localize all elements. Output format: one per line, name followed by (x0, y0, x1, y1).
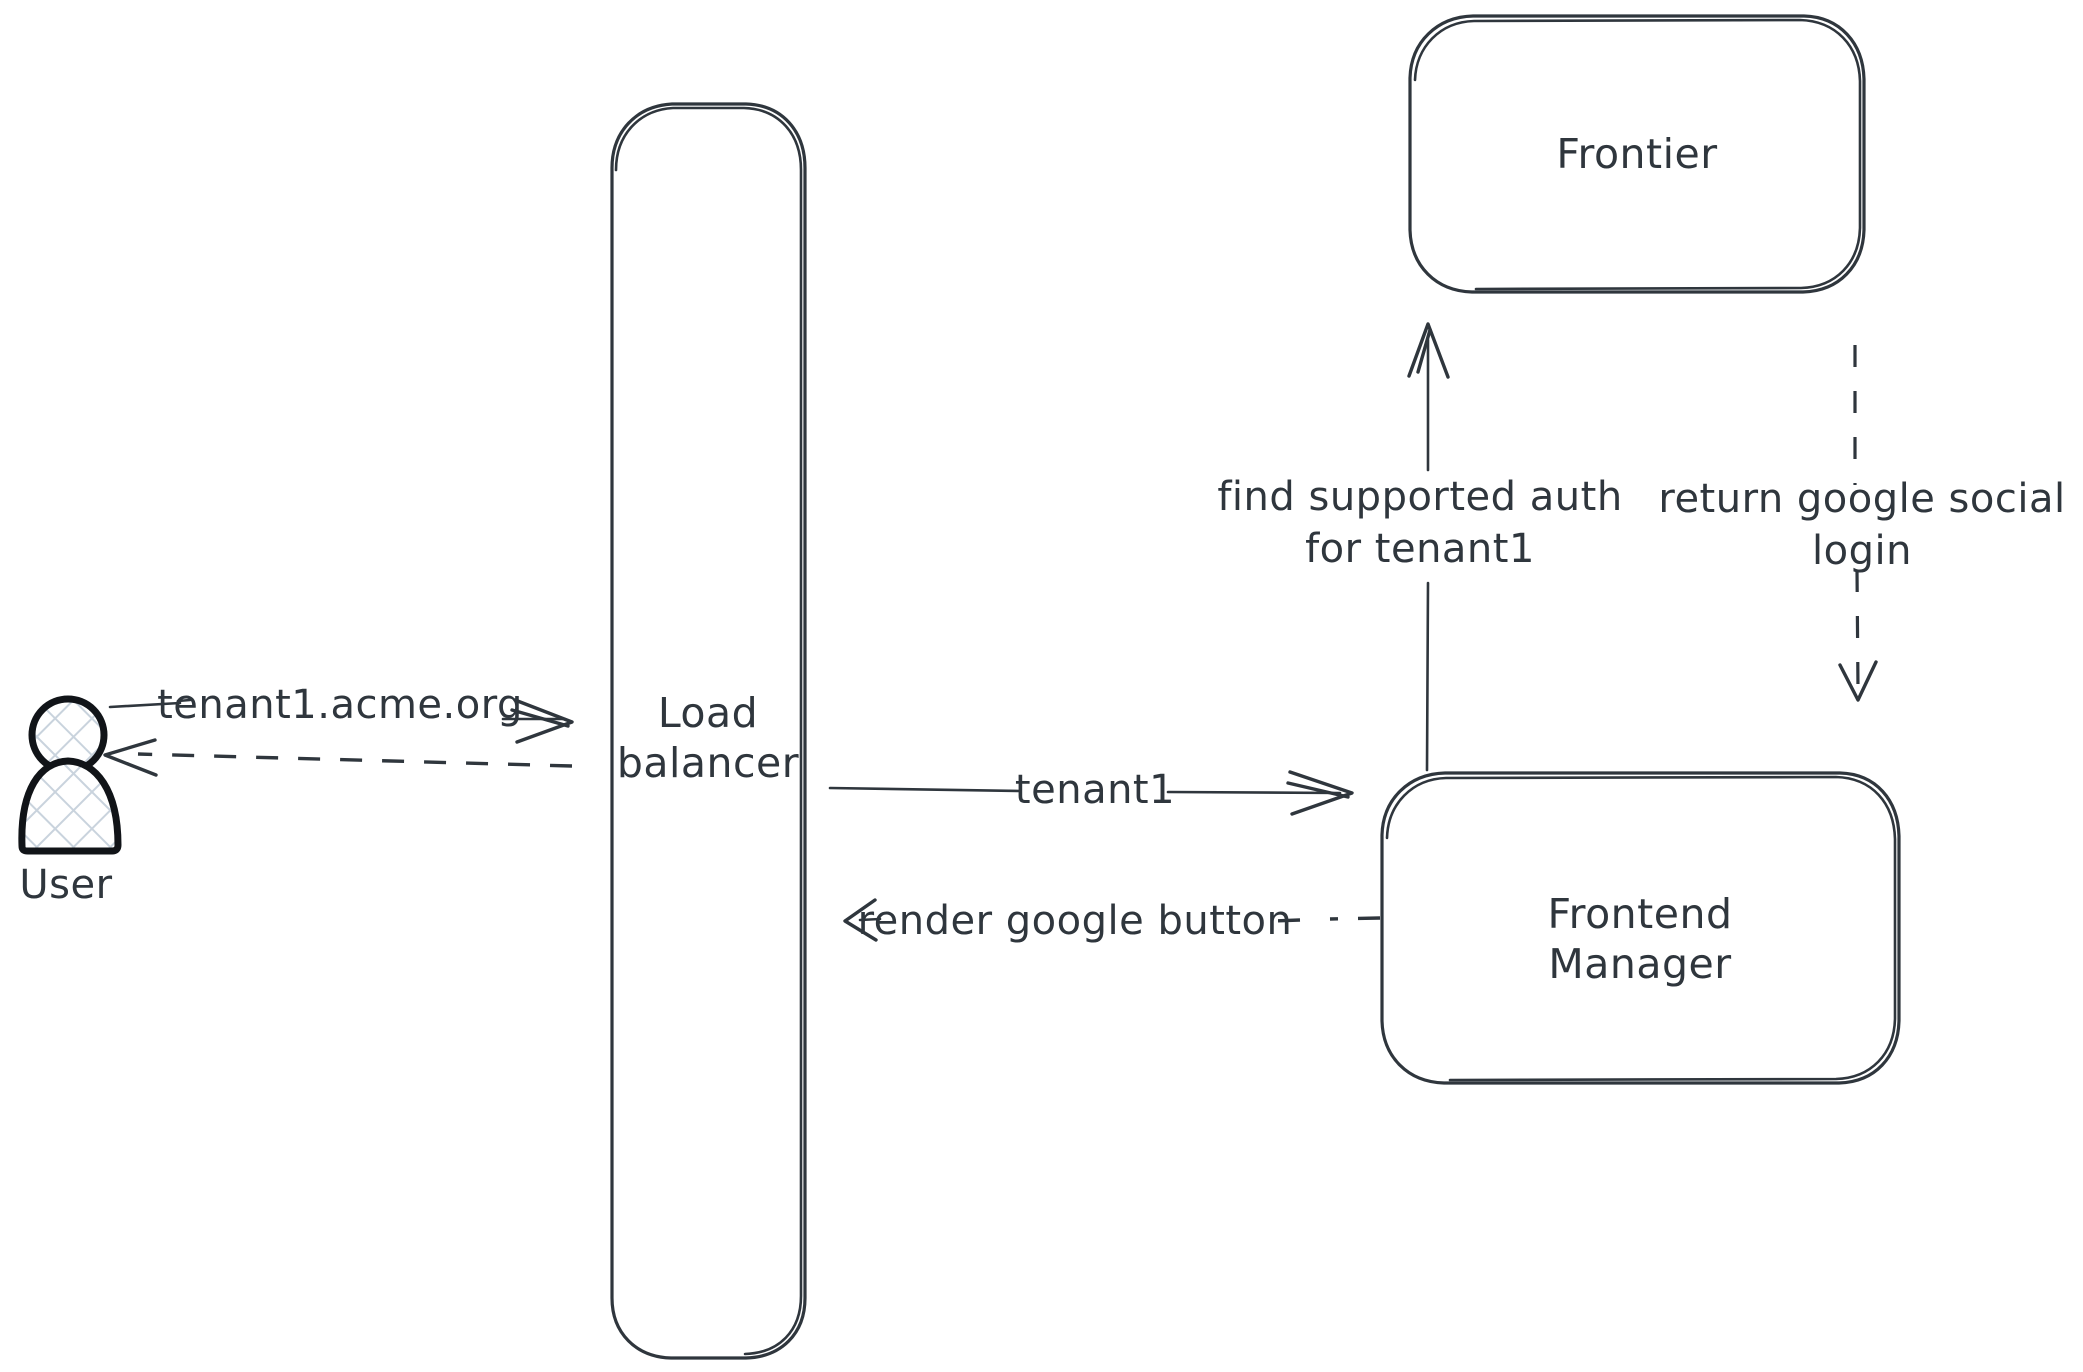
edge-user-to-load-balancer (108, 698, 574, 744)
edge-frontend-manager-to-frontier (1407, 322, 1450, 772)
node-frontend-manager[interactable] (1380, 771, 1901, 1085)
edge-load-balancer-to-user (103, 738, 573, 777)
edge-label-tenant1-acme-org: tenant1.acme.org (157, 682, 523, 728)
edge-label-find-supported-auth-line2: for tenant1 (1305, 526, 1535, 572)
edge-label-find-supported-auth-line1: find supported auth (1217, 474, 1622, 520)
user-label: User (19, 862, 112, 908)
node-frontier-label: Frontier (1556, 130, 1717, 178)
edge-label-return-google-social-line2: login (1812, 528, 1912, 574)
node-load-balancer[interactable] (610, 102, 807, 1360)
edge-frontend-manager-to-load-balancer (843, 898, 1381, 942)
edge-load-balancer-to-frontend-manager (828, 770, 1354, 816)
node-frontier[interactable] (1408, 14, 1866, 294)
edge-label-return-google-social-line1: return google social (1658, 476, 2065, 522)
edge-frontier-to-frontend-manager (1838, 345, 1878, 702)
node-frontend-manager-label-line1: Frontend (1548, 890, 1733, 938)
edge-label-render-google-button: render google button (858, 898, 1293, 944)
user-person-icon (18, 695, 122, 855)
edge-label-tenant1: tenant1 (1015, 767, 1175, 813)
node-load-balancer-label-line2: balancer (617, 739, 799, 787)
node-load-balancer-label-line1: Load (658, 689, 758, 737)
node-frontend-manager-label-line2: Manager (1548, 940, 1731, 988)
